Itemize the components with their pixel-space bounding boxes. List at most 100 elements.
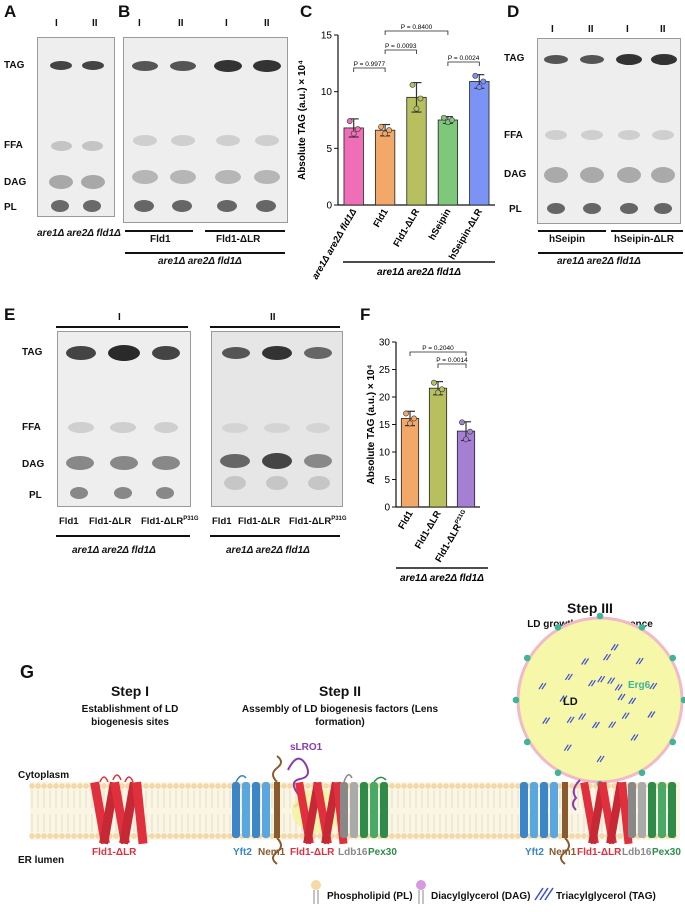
phospholipid-head: [557, 833, 563, 839]
ffa-spot: [133, 135, 157, 146]
phospholipid-head: [665, 833, 671, 839]
band-label-dag: DAG: [504, 169, 527, 180]
tag-spot: [580, 55, 604, 64]
phospholipid-head: [497, 833, 503, 839]
phospholipid-head: [77, 783, 83, 789]
data-point: [354, 126, 361, 132]
band-label-ffa: FFA: [4, 140, 23, 151]
phospholipid-head: [71, 783, 77, 789]
phospholipid-head: [47, 783, 53, 789]
phospholipid-head: [329, 833, 335, 839]
phospholipid-head: [461, 833, 467, 839]
phospholipid-head: [209, 783, 215, 789]
phospholipid-head: [623, 833, 629, 839]
phospholipid-head: [65, 783, 71, 789]
band-label-dag: DAG: [4, 177, 27, 188]
phospholipid-head: [29, 783, 35, 789]
phospholipid-head: [263, 783, 269, 789]
bar: [456, 430, 476, 508]
phospholipid-head: [413, 783, 419, 789]
ffa-spot: [216, 135, 240, 146]
strain-label-b: are1Δ are2Δ fld1Δ: [158, 256, 242, 267]
phospholipid-head: [203, 783, 209, 789]
step1-title: Step I: [110, 683, 150, 699]
significance-bracket: [437, 363, 467, 368]
pl-spot: [224, 476, 246, 490]
phospholipid-head: [407, 833, 413, 839]
band-label-pl: PL: [509, 204, 522, 215]
yft2-label: Yft2: [525, 847, 544, 858]
yft2-label: Yft2: [233, 847, 252, 858]
triacylglycerol-legend-icon: [534, 887, 554, 901]
tag-spot: [108, 345, 140, 361]
phospholipid-head: [119, 783, 125, 789]
pex30-protein: [360, 776, 388, 838]
phospholipid-head: [347, 783, 353, 789]
erg6-dot: [669, 654, 677, 662]
x-tick-label: hSeipin: [427, 207, 454, 242]
phospholipid-head: [593, 783, 599, 789]
pex30-label: Pex30: [652, 847, 681, 858]
phospholipid-head: [281, 783, 287, 789]
x-tick-label: Fld1: [371, 206, 391, 229]
phospholipid-head: [257, 833, 263, 839]
phospholipid-head: [89, 833, 95, 839]
lane-label-fld1: Fld1: [212, 516, 232, 527]
phospholipid-head: [137, 783, 143, 789]
lane-label-ii: II: [270, 312, 276, 323]
y-tick-label: 15: [321, 31, 333, 42]
phospholipid-head: [359, 833, 365, 839]
y-tick-label: 20: [379, 393, 391, 404]
phospholipid-head: [137, 833, 143, 839]
phospholipid-head: [509, 833, 515, 839]
fld1-dlr-protein-step1: [90, 774, 148, 845]
pl-spot: [256, 200, 276, 212]
phospholipid-head: [113, 833, 119, 839]
legend-triacylglycerol: Triacylglycerol (TAG): [556, 891, 656, 902]
phospholipid-head: [131, 783, 137, 789]
phospholipid-head: [443, 833, 449, 839]
tag-molecule: [610, 643, 619, 651]
phospholipid-head: [53, 783, 59, 789]
tag-molecule: [607, 677, 616, 685]
lane-label-ii: II: [588, 24, 594, 35]
ffa-spot: [68, 422, 94, 433]
tag-molecule: [596, 755, 605, 763]
phospholipid-head: [611, 783, 617, 789]
phospholipid-head: [191, 833, 197, 839]
phospholipid-head: [383, 783, 389, 789]
phospholipid-head: [389, 783, 395, 789]
phospholipid-head: [239, 833, 245, 839]
phospholipid-head: [233, 783, 239, 789]
phospholipid-head: [59, 783, 65, 789]
phospholipid-head: [65, 833, 71, 839]
bar: [406, 96, 427, 206]
phospholipid-head: [149, 783, 155, 789]
slro1-protein: [572, 779, 581, 811]
data-point: [480, 78, 487, 85]
phospholipid-head: [167, 783, 173, 789]
fld1-dlr-label-step1: Fld1-ΔLR: [92, 847, 137, 858]
erg6-dot: [596, 780, 604, 788]
phospholipid-head: [341, 833, 347, 839]
tag-molecule: [603, 653, 611, 661]
pl-spot: [70, 487, 88, 499]
phospholipid-head: [377, 833, 383, 839]
y-tick-label: 25: [379, 365, 391, 376]
lane-label-fld1-dlr-p31g: Fld1-ΔLRP31G: [289, 516, 347, 528]
dag-spot: [304, 454, 332, 468]
strain-label-d: are1Δ are2Δ fld1Δ: [557, 256, 641, 267]
ldb16-protein: [340, 774, 358, 838]
tag-molecule: [563, 744, 572, 752]
phospholipid-head: [485, 783, 491, 789]
data-point: [476, 84, 483, 91]
lane-label-i: I: [118, 312, 121, 323]
phospholipid-head: [233, 833, 239, 839]
dag-spot: [617, 167, 641, 183]
lane-label-i: I: [626, 24, 629, 35]
tag-spot: [132, 61, 158, 71]
phospholipid-head: [59, 833, 65, 839]
phospholipid-head: [491, 833, 497, 839]
tag-molecule: [628, 697, 637, 705]
phospholipid-head: [443, 783, 449, 789]
